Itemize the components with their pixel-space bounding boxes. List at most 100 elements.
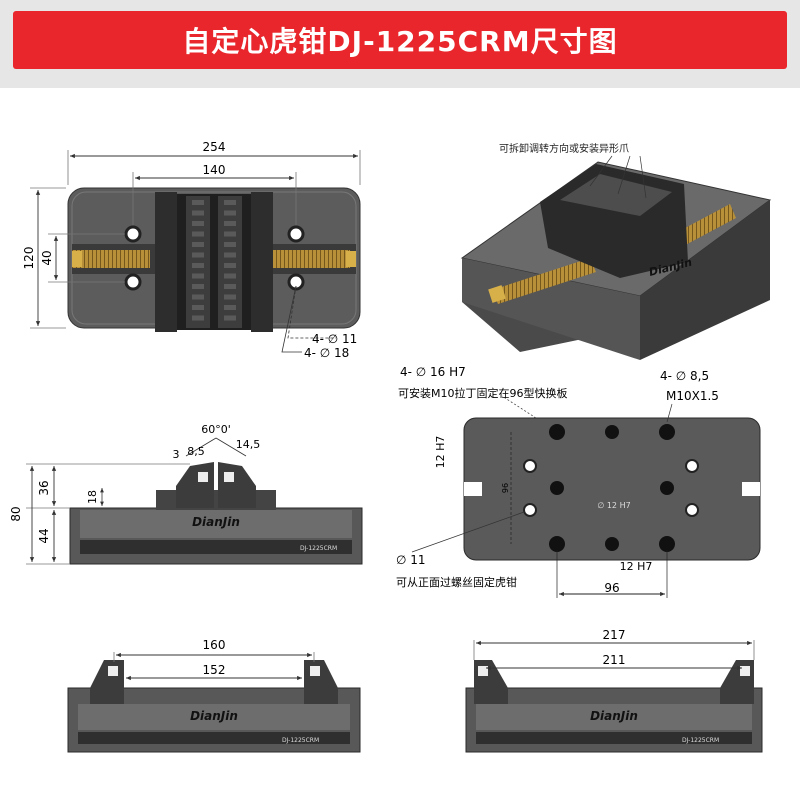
jaw-mark — [310, 666, 320, 676]
through-hole-label: ∅ 11 — [396, 553, 426, 567]
slot-left — [464, 482, 482, 496]
jaw-tooth — [224, 210, 236, 216]
max-face — [476, 704, 752, 730]
through-hole — [523, 459, 537, 473]
jaw-tooth — [224, 305, 236, 310]
iso-view: DianJin 可拆卸调转方向或安装异形爪 — [460, 142, 772, 360]
min-face — [78, 704, 350, 730]
jaw-tooth — [192, 263, 204, 268]
through-note: 可从正面过螺丝固定虎钳 — [396, 575, 517, 589]
jaw-teeth — [192, 200, 236, 321]
min-jaw-right — [304, 660, 338, 704]
range-min-view: DianJin DJ-1225CRM 160 152 — [67, 638, 361, 753]
thread-size-label: M10X1.5 — [666, 389, 719, 403]
jaw-tooth — [224, 294, 236, 300]
max-outer-label: 217 — [603, 628, 626, 642]
jaw-tooth — [192, 242, 204, 247]
min-model: DJ-1225CRM — [282, 737, 319, 744]
leader-hole-b — [281, 285, 302, 353]
jaw-mark — [224, 472, 234, 482]
jaw-mark — [478, 666, 488, 676]
pin-hole — [659, 424, 675, 440]
screw-coil-right — [270, 250, 350, 268]
front-brand: DianJin — [192, 515, 240, 529]
pin-hole-label: 4- ∅ 16 H7 — [400, 365, 466, 379]
dim-8-5-label: 8,5 — [187, 445, 205, 458]
jaw-tooth — [192, 284, 204, 289]
dim-40-label: 40 — [40, 250, 54, 265]
dim-254-label: 254 — [203, 140, 226, 154]
front-view: DianJin DJ-1225CRM 80 36 44 18 60°0' 3 8… — [9, 423, 363, 565]
dim-80-label: 80 — [9, 506, 23, 521]
screw-end-right — [346, 251, 356, 267]
min-outer-label: 160 — [203, 638, 226, 652]
center-bore-label: ∅ 12 H7 — [597, 501, 630, 510]
through-hole — [685, 503, 699, 517]
front-model: DJ-1225CRM — [300, 545, 337, 552]
side-dim-label: 96 — [501, 483, 510, 493]
jaw-tooth — [224, 231, 236, 237]
dim-18-label: 18 — [86, 490, 99, 504]
jaw-tooth — [224, 315, 236, 321]
min-rail — [78, 732, 350, 744]
dim-36-label: 36 — [37, 480, 51, 495]
thread-hole — [660, 481, 674, 495]
iso-jaw-top — [560, 174, 672, 216]
jaw-mark — [108, 666, 118, 676]
jaw-tooth — [224, 284, 236, 289]
min-inner-label: 152 — [203, 663, 226, 677]
slot-w-label: 12 H7 — [620, 560, 653, 573]
screw-coil-left — [72, 250, 150, 268]
through-hole — [685, 459, 699, 473]
angle-label: 60°0' — [201, 423, 231, 436]
jaw-tooth — [192, 210, 204, 216]
mount-hole — [287, 273, 305, 291]
jaw-tooth — [192, 221, 204, 226]
screw-end-left — [72, 251, 82, 267]
front-face — [80, 510, 352, 538]
front-jaw-left — [176, 462, 214, 508]
front-jaw-right — [218, 462, 256, 508]
jaw-tooth — [224, 252, 236, 258]
pin-note: 可安装M10拉丁固定在96型快换板 — [398, 386, 567, 400]
top-view: 254 140 120 40 4- ∅ 11 4- ∅ 18 — [22, 140, 361, 360]
pin-hole — [549, 536, 565, 552]
pitch-label: 96 — [604, 581, 619, 595]
bottom-view: 96 12 H7 12 H7 96 ∅ 12 H7 4- ∅ 16 H7 可安装… — [396, 365, 761, 598]
dim-140-label: 140 — [203, 163, 226, 177]
thread-hole-label: 4- ∅ 8,5 — [660, 369, 709, 383]
mount-hole — [124, 273, 142, 291]
jaw-tooth — [192, 273, 204, 279]
thread-hole — [550, 481, 564, 495]
title-banner: 自定心虎钳DJ-1225CRM尺寸图 — [13, 11, 787, 69]
iso-screw-end — [488, 285, 506, 303]
jaw-tooth — [192, 315, 204, 321]
dim-44-label: 44 — [37, 528, 51, 543]
jaw-tooth — [192, 305, 204, 310]
jaw-tooth — [192, 294, 204, 300]
iso-base-end — [640, 200, 770, 360]
mount-hole — [287, 225, 305, 243]
iso-screw-left — [492, 258, 596, 304]
jaw-tooth — [224, 263, 236, 268]
dim-120-label: 120 — [22, 247, 36, 270]
iso-base-front — [462, 258, 640, 360]
jaw-mark — [198, 472, 208, 482]
jaw-tooth — [192, 252, 204, 258]
pin-hole — [659, 536, 675, 552]
min-brand: DianJin — [190, 709, 238, 723]
jaw-mark — [740, 666, 750, 676]
jaw-tooth — [192, 200, 204, 205]
max-rail — [476, 732, 752, 744]
dim-3-label: 3 — [173, 448, 180, 461]
jaw-plate-right — [251, 192, 273, 332]
front-rail — [80, 540, 352, 554]
max-inner-label: 211 — [603, 653, 626, 667]
jaw-tooth — [224, 200, 236, 205]
page-title: 自定心虎钳DJ-1225CRM尺寸图 — [182, 25, 618, 58]
range-max-view: DianJin DJ-1225CRM 217 211 — [465, 628, 763, 753]
jaw-tooth — [224, 221, 236, 226]
hole-b-label: 4- ∅ 18 — [304, 346, 349, 360]
jaw-plate-left — [155, 192, 177, 332]
jaw-tooth — [224, 242, 236, 247]
